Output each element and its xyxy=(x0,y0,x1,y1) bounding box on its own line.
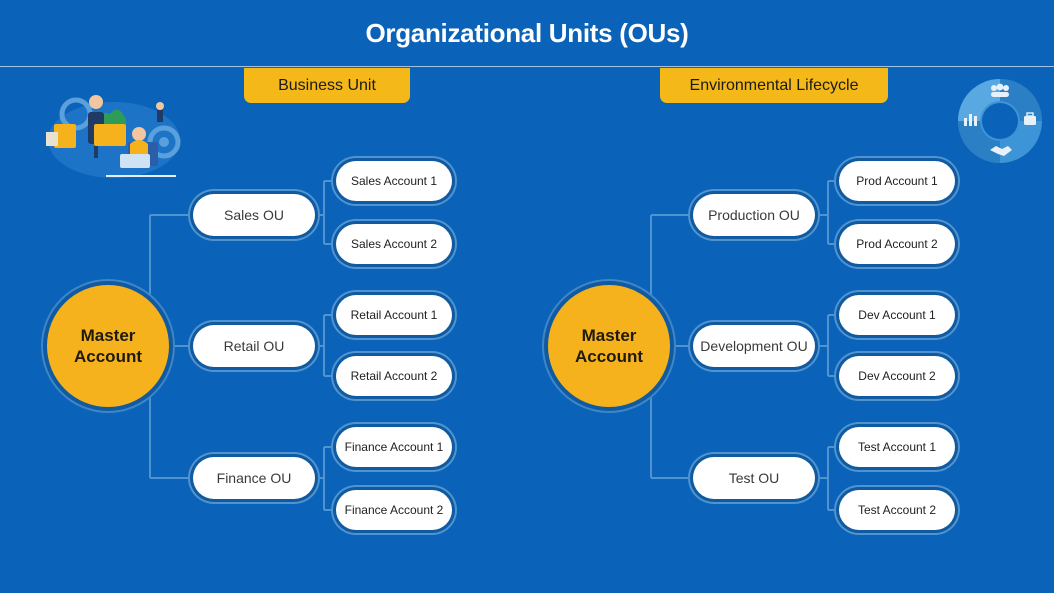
dev-account-1: Dev Account 1 xyxy=(839,295,955,335)
sales-account-1: Sales Account 1 xyxy=(336,161,452,201)
master-line2: Account xyxy=(575,347,643,366)
bar-chart-icon xyxy=(964,114,977,126)
test-account-1: Test Account 1 xyxy=(839,427,955,467)
test-ou-connector xyxy=(816,446,838,511)
retail-ou-connector xyxy=(316,314,334,377)
dev-account-2: Dev Account 2 xyxy=(839,356,955,396)
title-divider xyxy=(0,66,1054,67)
development-ou-node: Development OU xyxy=(693,325,815,367)
production-ou-node: Production OU xyxy=(693,194,815,236)
production-ou-connector xyxy=(816,180,838,245)
development-ou-connector xyxy=(816,314,838,377)
finance-ou-node: Finance OU xyxy=(193,457,315,499)
finance-account-1: Finance Account 1 xyxy=(336,427,452,467)
finance-ou-connector xyxy=(316,446,334,511)
sales-ou-node: Sales OU xyxy=(193,194,315,236)
environmental-lifecycle-tag: Environmental Lifecycle xyxy=(660,68,888,103)
master-line2: Account xyxy=(74,347,142,366)
test-account-2: Test Account 2 xyxy=(839,490,955,530)
sales-account-2: Sales Account 2 xyxy=(336,224,452,264)
master-line1: Master xyxy=(80,326,136,345)
master-line1: Master xyxy=(581,326,637,345)
handshake-icon xyxy=(990,146,1012,156)
business-team-illustration-icon xyxy=(46,95,181,178)
teamwork-cycle-icon xyxy=(958,79,1042,163)
prod-account-1: Prod Account 1 xyxy=(839,161,955,201)
team-icon xyxy=(991,83,1009,97)
business-unit-tag: Business Unit xyxy=(244,68,410,103)
retail-account-1: Retail Account 1 xyxy=(336,295,452,335)
retail-ou-node: Retail OU xyxy=(193,325,315,367)
retail-account-2: Retail Account 2 xyxy=(336,356,452,396)
sales-ou-connector xyxy=(316,180,334,245)
prod-account-2: Prod Account 2 xyxy=(839,224,955,264)
finance-account-2: Finance Account 2 xyxy=(336,490,452,530)
briefcase-icon xyxy=(1024,112,1036,125)
test-ou-node: Test OU xyxy=(693,457,815,499)
page-title: Organizational Units (OUs) xyxy=(365,18,689,48)
